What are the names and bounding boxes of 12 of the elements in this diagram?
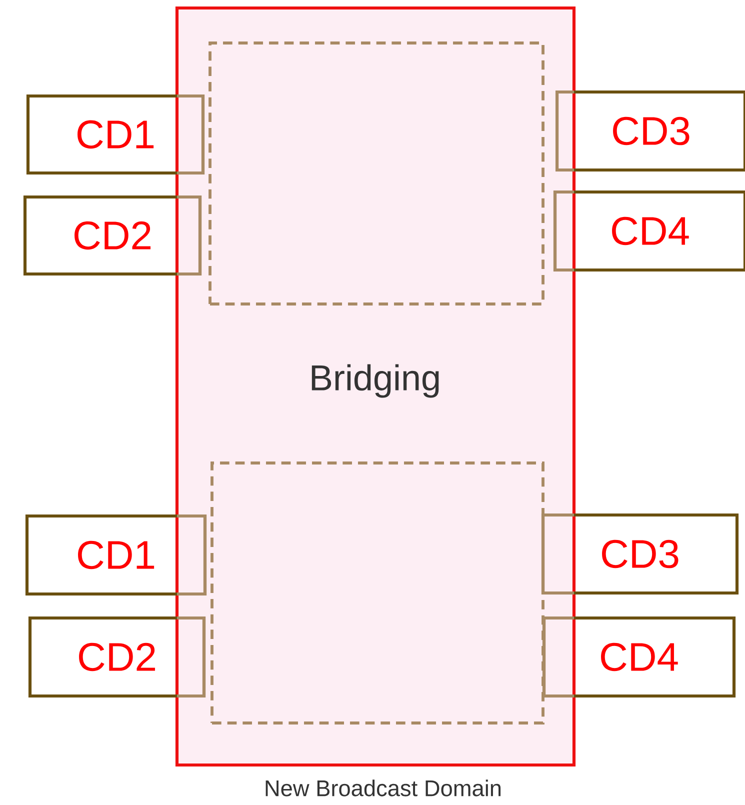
- dashed-box: [208, 42, 544, 306]
- cd-box: CD2: [23, 195, 202, 276]
- cd-box: CD4: [542, 616, 736, 698]
- cd-box: CD3: [555, 90, 745, 172]
- cd-box: CD4: [553, 190, 745, 272]
- domain-label: Bridging: [312, 364, 439, 398]
- cd-box: CD2: [28, 616, 206, 698]
- dashed-box: [210, 462, 544, 724]
- cd-box: CD3: [541, 513, 739, 595]
- cd-box: CD1: [26, 94, 205, 175]
- cd-box: CD1: [25, 514, 207, 596]
- node-label: New Broadcast Domain: [266, 780, 501, 796]
